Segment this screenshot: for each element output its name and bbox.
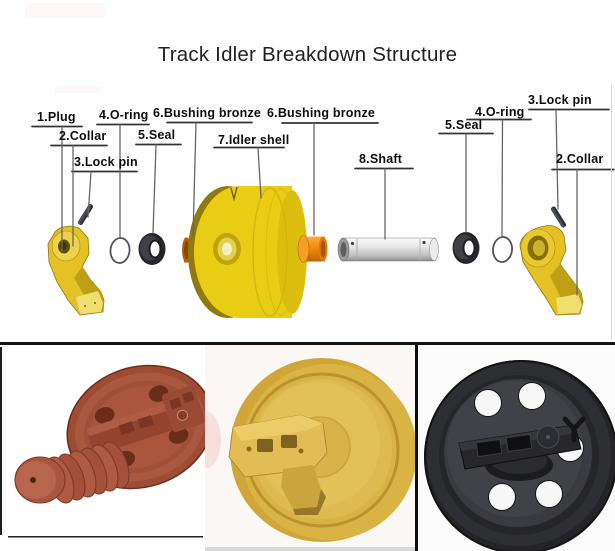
photo-idler-with-recoil-spring (0, 345, 205, 540)
part-seal-left (138, 233, 166, 265)
black-idler-bracket (458, 424, 582, 470)
label-seal-right: 5.Seal (445, 118, 483, 132)
photo-bottom-border (8, 536, 203, 538)
pink-smudge (205, 412, 221, 468)
recoil-spring (14, 441, 130, 504)
label-lock-pin-right: 3.Lock pin (528, 93, 592, 107)
watermark-smudge-top (25, 3, 105, 18)
part-seal-right (452, 232, 480, 264)
part-collar-left (47, 225, 105, 316)
part-lock-pin-right (550, 206, 567, 228)
page-title: Track Idler Breakdown Structure (157, 43, 458, 66)
part-idler-shell (182, 186, 328, 318)
part-lock-pin-left (77, 204, 94, 225)
label-collar-left: 2.Collar (59, 129, 107, 143)
label-shaft: 8.Shaft (359, 152, 403, 166)
cast-mark (562, 416, 586, 443)
label-o-ring-right: 4.O-ring (475, 105, 525, 119)
label-o-ring-left: 4.O-ring (99, 108, 149, 122)
right-edge-line (611, 85, 612, 340)
yellow-idler-bracket (228, 414, 328, 515)
label-plug-left: 1.Plug (37, 110, 76, 124)
watermark-smudge-lower (55, 86, 103, 93)
photo-left-border (0, 347, 2, 535)
label-bushing-bronze-right: 6.Bushing bronze (267, 106, 376, 120)
part-bushing-right (297, 235, 328, 263)
photo-bottom-strip (205, 547, 415, 551)
photo-yellow-idler (205, 345, 415, 551)
photo-black-idler (415, 345, 615, 551)
label-collar-right: 2.Collar (556, 152, 604, 166)
part-o-ring-left (109, 237, 131, 264)
breakdown-diagram (31, 108, 615, 318)
part-shaft (337, 237, 439, 262)
callout-lines (31, 108, 615, 296)
label-bushing-bronze-left: 6.Bushing bronze (153, 106, 262, 120)
photo-separator-border (415, 345, 418, 551)
section-divider-line (0, 342, 615, 345)
label-seal-left: 5.Seal (138, 128, 176, 142)
label-lock-pin-left: 3.Lock pin (74, 155, 138, 169)
part-o-ring-right (492, 236, 513, 263)
label-idler-shell: 7.Idler shell (218, 133, 290, 147)
part-collar-right (519, 225, 584, 316)
